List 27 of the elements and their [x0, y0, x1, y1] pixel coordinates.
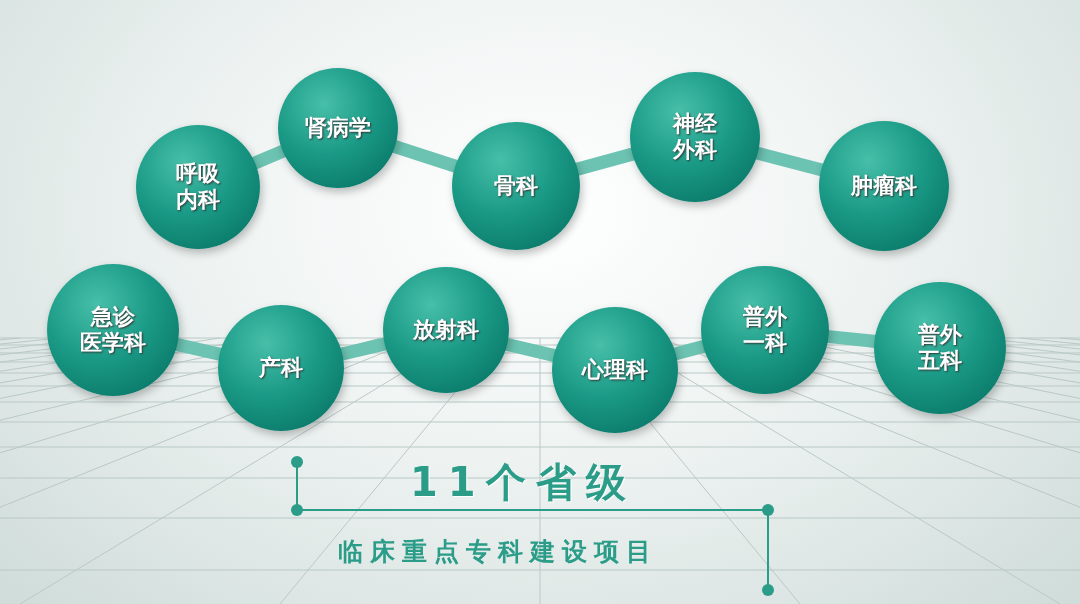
sphere-node: [874, 282, 1006, 414]
department-label: 神经外科: [673, 110, 717, 164]
department-label: 放射科: [413, 316, 479, 344]
subtitle: 临床重点专科建设项目: [338, 536, 658, 568]
connector-bar: [174, 337, 223, 361]
department-label: 骨科: [494, 172, 538, 200]
connector-bar: [574, 147, 636, 176]
connector-bar: [826, 329, 877, 348]
sphere-node: [383, 267, 509, 393]
sphere-node: [47, 264, 179, 396]
department-label: 急诊医学科: [80, 303, 146, 357]
department-label: 产科: [259, 354, 303, 382]
connector-bar: [391, 139, 460, 173]
sphere-node: [701, 266, 829, 394]
department-label: 心理科: [582, 356, 648, 384]
title: 11个省级: [410, 458, 636, 507]
department-label: 呼吸内科: [176, 160, 220, 214]
department-label: 普外五科: [918, 321, 962, 375]
department-label: 肾病学: [305, 114, 371, 142]
connector-bar: [754, 146, 825, 177]
department-label: 肿瘤科: [851, 172, 917, 200]
connector-bar: [672, 339, 707, 361]
department-label: 普外一科: [743, 303, 787, 357]
sphere-node: [630, 72, 760, 202]
connector-bar: [339, 337, 388, 361]
sphere-node: [278, 68, 398, 188]
sphere-node: [218, 305, 344, 431]
